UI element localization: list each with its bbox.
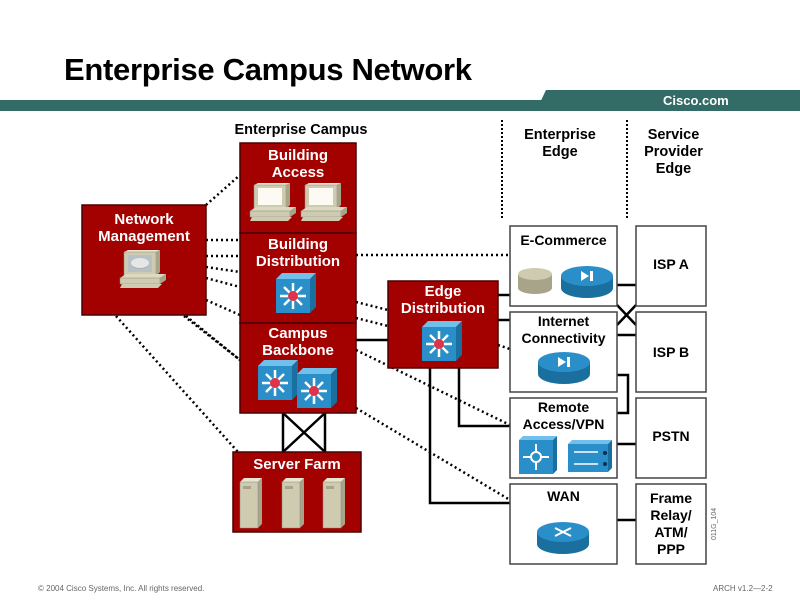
figure-code: 011G_104	[711, 507, 718, 540]
header-banner-tab	[536, 90, 800, 111]
course-reference: ARCH v1.2—2-2	[713, 584, 773, 593]
isp-b-module	[635, 311, 707, 393]
wan-label: WAN	[547, 488, 580, 504]
remote-access-vpn-label: Remote Access/VPN	[522, 399, 605, 432]
isp-a-label: ISP A	[653, 256, 689, 272]
firewall-router-icon	[538, 352, 590, 384]
firewall-router-icon	[561, 266, 613, 298]
cisco-com-label: Cisco.com	[663, 93, 729, 108]
vpn-concentrator-icon	[519, 436, 557, 474]
workstation-icon	[249, 182, 297, 222]
service-provider-edge-header: Service Provider Edge	[644, 127, 703, 177]
router-icon	[537, 522, 589, 554]
network-management-label: Network Management	[98, 211, 190, 245]
isp-b-label: ISP B	[652, 344, 690, 360]
enterprise-edge-header: Enterprise Edge	[524, 127, 596, 160]
e-commerce-label: E-Commerce	[520, 232, 607, 248]
management-workstation-icon	[119, 249, 167, 289]
internet-connectivity-label: Internet Connectivity	[521, 313, 606, 346]
server-icon	[239, 477, 263, 529]
server-icon	[322, 477, 346, 529]
header-banner	[0, 100, 800, 111]
copyright-footer: © 2004 Cisco Systems, Inc. All rights re…	[38, 584, 205, 593]
server-icon	[281, 477, 305, 529]
campus-backbone-label: Campus Backbone	[262, 325, 334, 359]
building-access-label: Building Access	[268, 147, 328, 181]
multilayer-switch-icon	[295, 366, 339, 410]
edge-distribution-label: Edge Distribution	[400, 283, 486, 317]
multilayer-switch-icon	[274, 271, 318, 315]
pstn-label: PSTN	[652, 428, 690, 444]
frame-relay-label: Frame Relay/ ATM/ PPP	[649, 490, 693, 557]
isp-a-module	[635, 225, 707, 307]
slide-title: Enterprise Campus Network	[64, 52, 472, 87]
server-farm-label: Server Farm	[253, 456, 341, 473]
enterprise-campus-header: Enterprise Campus	[234, 122, 368, 138]
firewall-icon	[568, 440, 612, 472]
frame-relay-module	[635, 483, 707, 565]
database-icon	[518, 268, 552, 294]
multilayer-switch-icon	[256, 358, 300, 402]
multilayer-switch-icon	[420, 319, 464, 363]
workstation-icon	[300, 182, 348, 222]
building-distribution-label: Building Distribution	[255, 236, 341, 270]
pstn-module	[635, 397, 707, 479]
